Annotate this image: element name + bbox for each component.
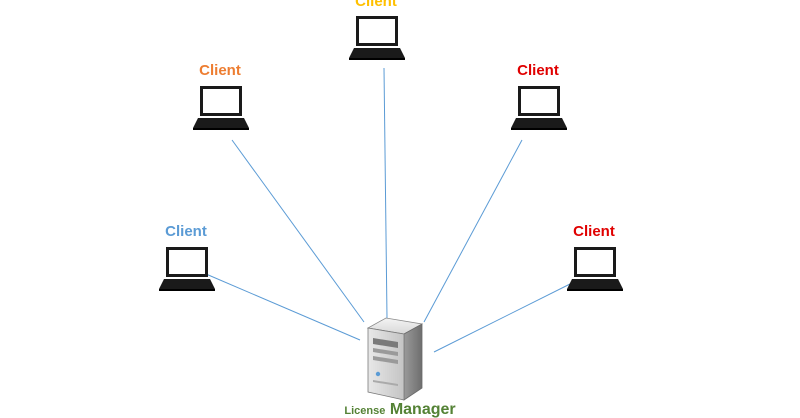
server-tower-icon [366, 317, 424, 401]
license-manager-label: License Manager [318, 401, 482, 418]
license-server-node [358, 314, 438, 404]
laptop-icon [349, 16, 405, 60]
client-node-upper-left: Client [180, 62, 260, 152]
laptop-icon [511, 86, 567, 130]
server-label-part2: Manager [389, 401, 456, 418]
client-label-top: Client [355, 0, 397, 10]
client-node-lower-left: Client [146, 223, 226, 313]
laptop-icon [567, 247, 623, 291]
connection-line-lower-right [433, 281, 575, 353]
connection-line-upper-right [423, 139, 523, 323]
server-label-part1: License [344, 405, 386, 417]
client-node-upper-right: Client [498, 62, 578, 152]
client-label-lower-right: Client [573, 223, 615, 240]
client-label-upper-left: Client [199, 62, 241, 79]
laptop-icon [159, 247, 215, 291]
client-label-upper-right: Client [517, 62, 559, 79]
client-node-top: Client [336, 0, 416, 90]
connection-line-lower-left [205, 273, 361, 341]
connection-line-upper-left [231, 139, 365, 323]
connection-line-top [383, 67, 388, 319]
client-node-lower-right: Client [554, 223, 634, 313]
laptop-icon [193, 86, 249, 130]
client-label-lower-left: Client [165, 223, 207, 240]
